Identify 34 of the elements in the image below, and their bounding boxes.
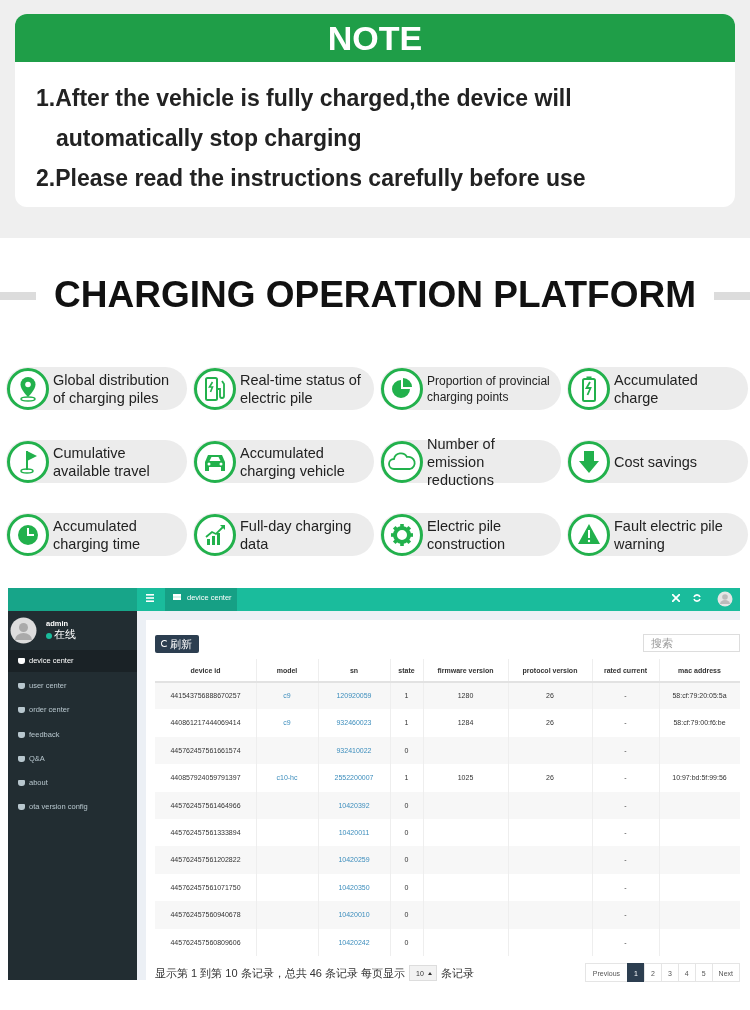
feature-pill: [567, 513, 748, 556]
feature-label: Cumulative available travel: [53, 443, 151, 480]
feature-label: Accumulated charging vehicle: [240, 443, 346, 480]
feature-label: Real-time status of electric pile: [240, 370, 362, 407]
feature-pill: [6, 440, 187, 483]
feature-label: Accumulated charge: [614, 370, 699, 407]
pagination-info: 显示第 1 到第 10 条记录，总共 46 条记录 每页显示: [155, 965, 405, 981]
note-heading: NOTE: [15, 14, 735, 62]
feature-pill: [6, 367, 187, 410]
feature-pill: [380, 440, 561, 483]
feature-label: Global distribution of charging piles: [53, 370, 171, 407]
feature-pill: [567, 367, 748, 410]
feature-label: Accumulated charging time: [53, 516, 142, 553]
feature-label: Full-day charging data: [240, 516, 353, 553]
feature-label: Electric pile construction: [427, 516, 507, 553]
feature-pill: [193, 513, 374, 556]
search-field: 搜索: [643, 634, 740, 652]
feature-label: Number of emission reductions: [427, 434, 496, 489]
page-title: CHARGING OPERATION PLATFORM: [53, 273, 697, 317]
feature-label: Proportion of provincial charging points: [427, 372, 551, 405]
feature-pill: [380, 513, 561, 556]
feature-pill: [6, 513, 187, 556]
status-text: 在线: [54, 628, 76, 641]
pagination-info: 条记录: [440, 965, 474, 981]
feature-label: Cost savings: [614, 452, 697, 471]
refresh-button: 刷新: [155, 635, 199, 653]
note-text: 1.After the vehicle is fully charged,the device will automatically stop charging: [36, 84, 573, 153]
feature-pill: [380, 367, 561, 410]
note-card: [15, 14, 735, 207]
note-text: 2.Please read the instructions carefully before use: [36, 164, 587, 193]
feature-pill: [193, 367, 374, 410]
feature-label: Fault electric pile warning: [614, 516, 724, 553]
feature-pill: [193, 440, 374, 483]
feature-pill: [567, 440, 748, 483]
